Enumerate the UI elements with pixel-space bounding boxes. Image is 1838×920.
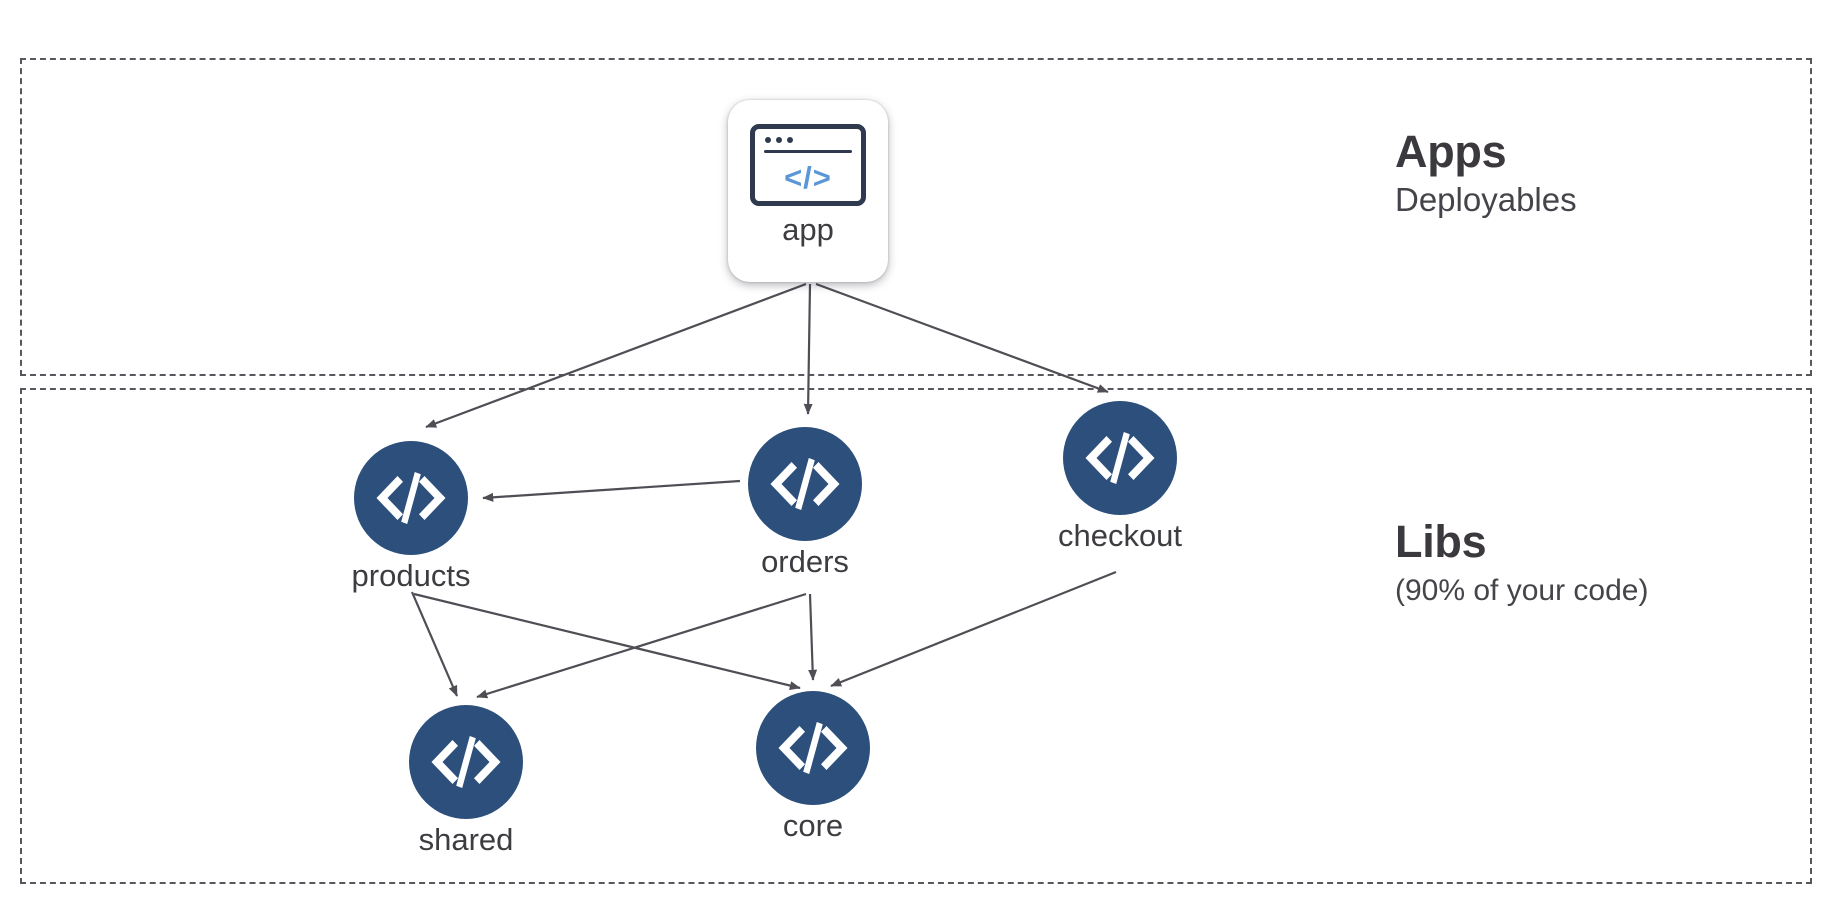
- node-products[interactable]: products: [352, 441, 470, 593]
- zone-libs-caption: Libs (90% of your code): [1395, 516, 1649, 608]
- window-divider: [764, 150, 852, 153]
- code-icon: [354, 441, 468, 555]
- zone-libs-subtitle: (90% of your code): [1395, 573, 1649, 607]
- node-checkout-label: checkout: [1057, 518, 1183, 553]
- node-products-label: products: [351, 558, 471, 593]
- node-checkout[interactable]: checkout: [1058, 401, 1182, 553]
- node-orders[interactable]: orders: [748, 427, 862, 579]
- node-core[interactable]: core: [756, 691, 870, 843]
- code-icon: [1063, 401, 1177, 515]
- node-app[interactable]: </> app: [728, 100, 888, 282]
- node-shared-label: shared: [418, 822, 514, 857]
- code-icon: [409, 705, 523, 819]
- zone-apps-subtitle: Deployables: [1395, 180, 1577, 218]
- zone-apps-caption: Apps Deployables: [1395, 126, 1577, 220]
- node-shared[interactable]: shared: [409, 705, 523, 857]
- code-icon: [756, 691, 870, 805]
- zone-libs-box: [20, 388, 1812, 884]
- node-app-label: app: [782, 212, 834, 247]
- browser-code-icon: </>: [750, 124, 866, 206]
- node-orders-label: orders: [761, 544, 849, 579]
- node-core-label: core: [782, 808, 844, 843]
- zone-libs-title: Libs: [1395, 516, 1487, 567]
- window-dots-icon: [765, 137, 793, 143]
- code-icon: [748, 427, 862, 541]
- code-glyph: </>: [784, 160, 832, 195]
- zone-apps-title: Apps: [1395, 126, 1507, 177]
